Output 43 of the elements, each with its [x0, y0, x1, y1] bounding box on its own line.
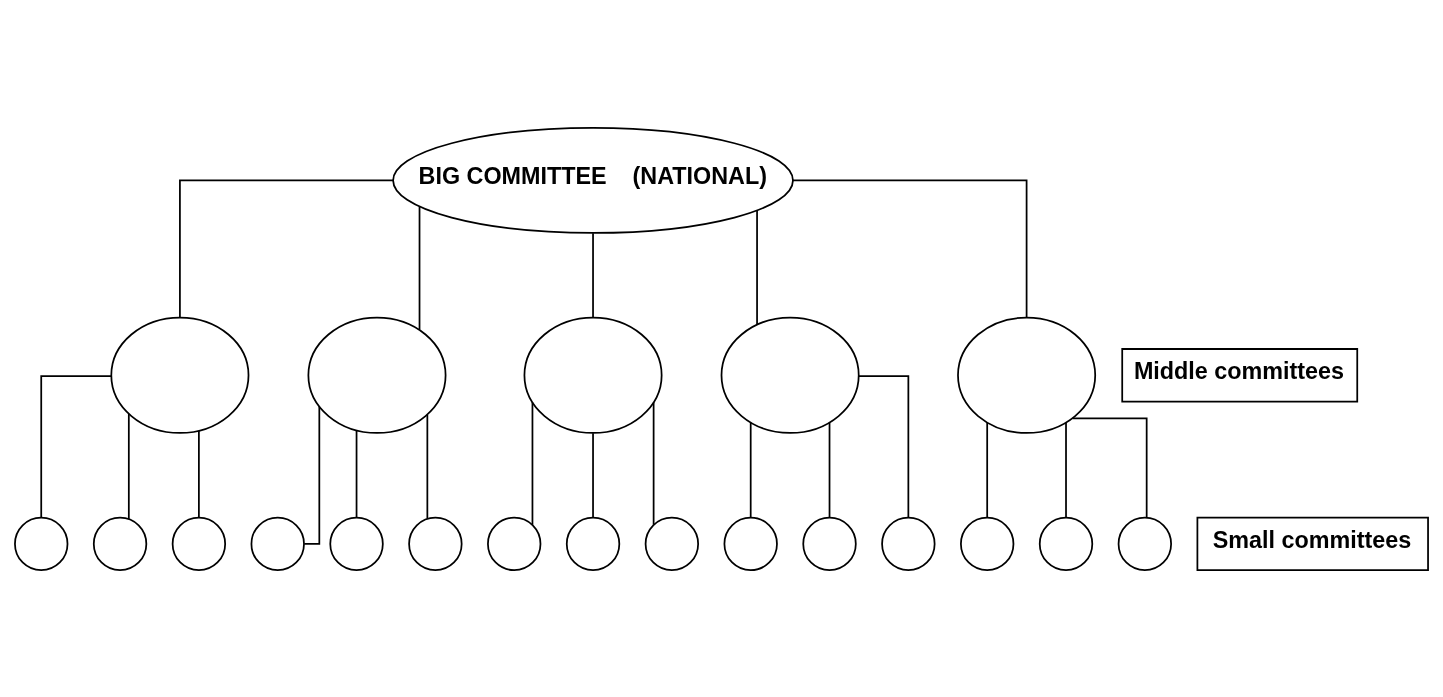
connector	[355, 429, 358, 518]
connector	[179, 179, 394, 318]
node-ellipse	[957, 316, 1097, 434]
node-circle	[408, 516, 463, 571]
connector	[426, 413, 429, 520]
node-circle	[881, 516, 936, 571]
node-circle	[14, 516, 69, 571]
connector	[1065, 421, 1067, 518]
connector	[749, 421, 752, 518]
connector	[592, 431, 594, 518]
connector	[40, 374, 112, 518]
node-circle	[329, 516, 384, 571]
node-circle	[171, 516, 227, 571]
node-ellipse	[720, 316, 860, 434]
connector	[1071, 416, 1148, 518]
node-circle	[565, 516, 621, 571]
connector	[592, 231, 594, 318]
node-box: Small committees	[1196, 516, 1429, 571]
node-box: Middle committees	[1121, 347, 1359, 402]
connector	[652, 401, 655, 526]
connector	[303, 405, 321, 545]
node-ellipse	[523, 316, 663, 434]
connector	[127, 412, 130, 520]
connector	[791, 179, 1028, 318]
node-circle	[92, 516, 148, 571]
node-circle	[723, 516, 778, 571]
node-ellipse	[307, 316, 447, 434]
node-circle	[1038, 516, 1094, 571]
connector	[198, 429, 200, 518]
connector	[986, 421, 989, 518]
node-circle	[487, 516, 542, 571]
node-circle	[1117, 516, 1172, 571]
connector	[858, 374, 910, 518]
node-circle	[250, 516, 305, 571]
connector	[828, 421, 831, 518]
connector	[531, 401, 534, 526]
node-circle	[802, 516, 857, 571]
node-circle	[960, 516, 1015, 571]
node-circle	[644, 516, 699, 571]
node-ellipse	[110, 316, 250, 434]
node-ellipse: BIG COMMITTEE (NATIONAL)	[392, 126, 794, 234]
connector	[418, 205, 421, 331]
connector	[756, 209, 758, 326]
